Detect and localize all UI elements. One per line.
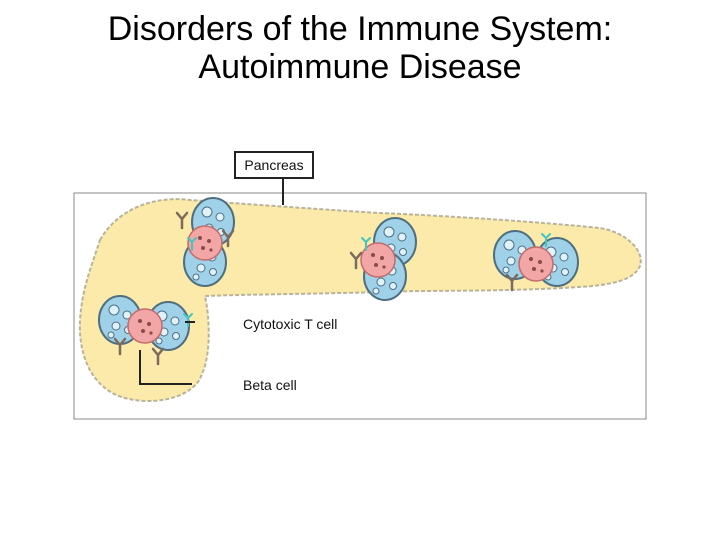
title-line-1: Disorders of the Immune System: xyxy=(107,10,613,48)
pancreas-label: Pancreas xyxy=(234,151,314,179)
beta-leader-line xyxy=(139,350,192,385)
title-line-2: Autoimmune Disease xyxy=(198,48,522,86)
cytotoxic-t-cell-label: Cytotoxic T cell xyxy=(243,316,338,332)
beta-cell-1 xyxy=(187,225,223,261)
beta-cell-3 xyxy=(518,246,554,282)
slide-title: Disorders of the Immune System: Autoimmu… xyxy=(0,10,720,86)
beta-cell-label: Beta cell xyxy=(243,377,297,393)
beta-cell-4 xyxy=(127,308,163,344)
